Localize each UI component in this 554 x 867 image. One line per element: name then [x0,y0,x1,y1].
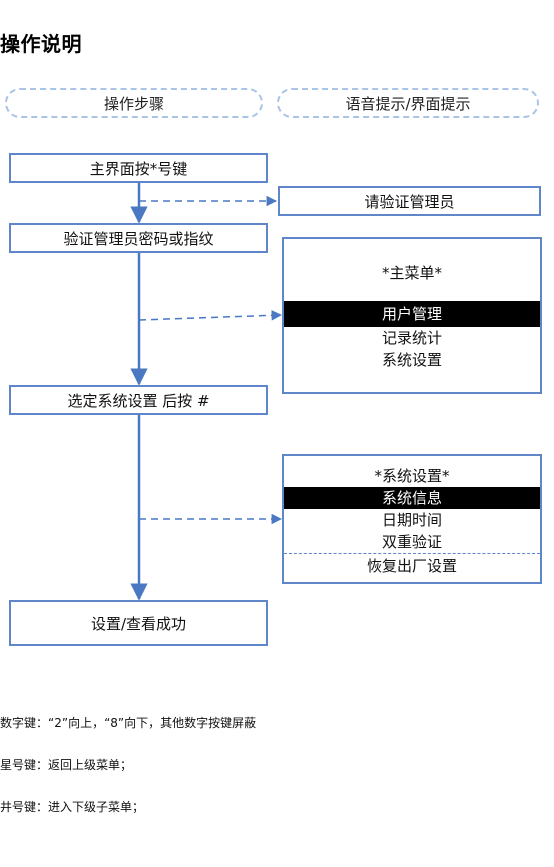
step-verify-admin: 验证管理员密码或指纹 [9,223,268,253]
settings-menu-title: *系统设置* [374,467,450,485]
main-menu-title: *主菜单* [381,264,442,282]
page-title: 操作说明 [0,32,82,56]
main-menu-item-records: 记录统计 [381,329,442,347]
column-header-steps: 操作步骤 [5,88,263,118]
note-star-key: 星号键：返回上级菜单； [0,758,133,772]
step-press-star: 主界面按*号键 [9,153,268,183]
note-hash-key: 井号键：进入下级子菜单； [0,800,145,814]
main-menu-item-settings: 系统设置 [381,351,442,369]
settings-menu-divider [284,553,540,554]
settings-menu-item-info: 系统信息 [284,487,540,509]
main-menu-screen: *主菜单* 用户管理 记录统计 系统设置 [282,237,542,394]
prompt-verify-admin: 请验证管理员 [278,186,541,216]
settings-menu-item-dual-auth: 双重验证 [381,533,442,551]
main-menu-item-users: 用户管理 [284,301,540,327]
note-number-keys: 数字键：“2”向上，“8”向下，其他数字按键屏蔽 [0,716,257,730]
arrow-to-main-menu [138,310,283,321]
settings-menu-item-datetime: 日期时间 [381,511,442,529]
settings-menu-item-reset: 恢复出厂设置 [366,557,457,575]
settings-menu-screen: *系统设置* 系统信息 日期时间 双重验证 恢复出厂设置 [282,454,542,584]
column-header-prompts: 语音提示/界面提示 [277,88,539,118]
step-select-settings: 选定系统设置 后按 # [9,385,268,415]
step-success: 设置/查看成功 [9,600,268,646]
